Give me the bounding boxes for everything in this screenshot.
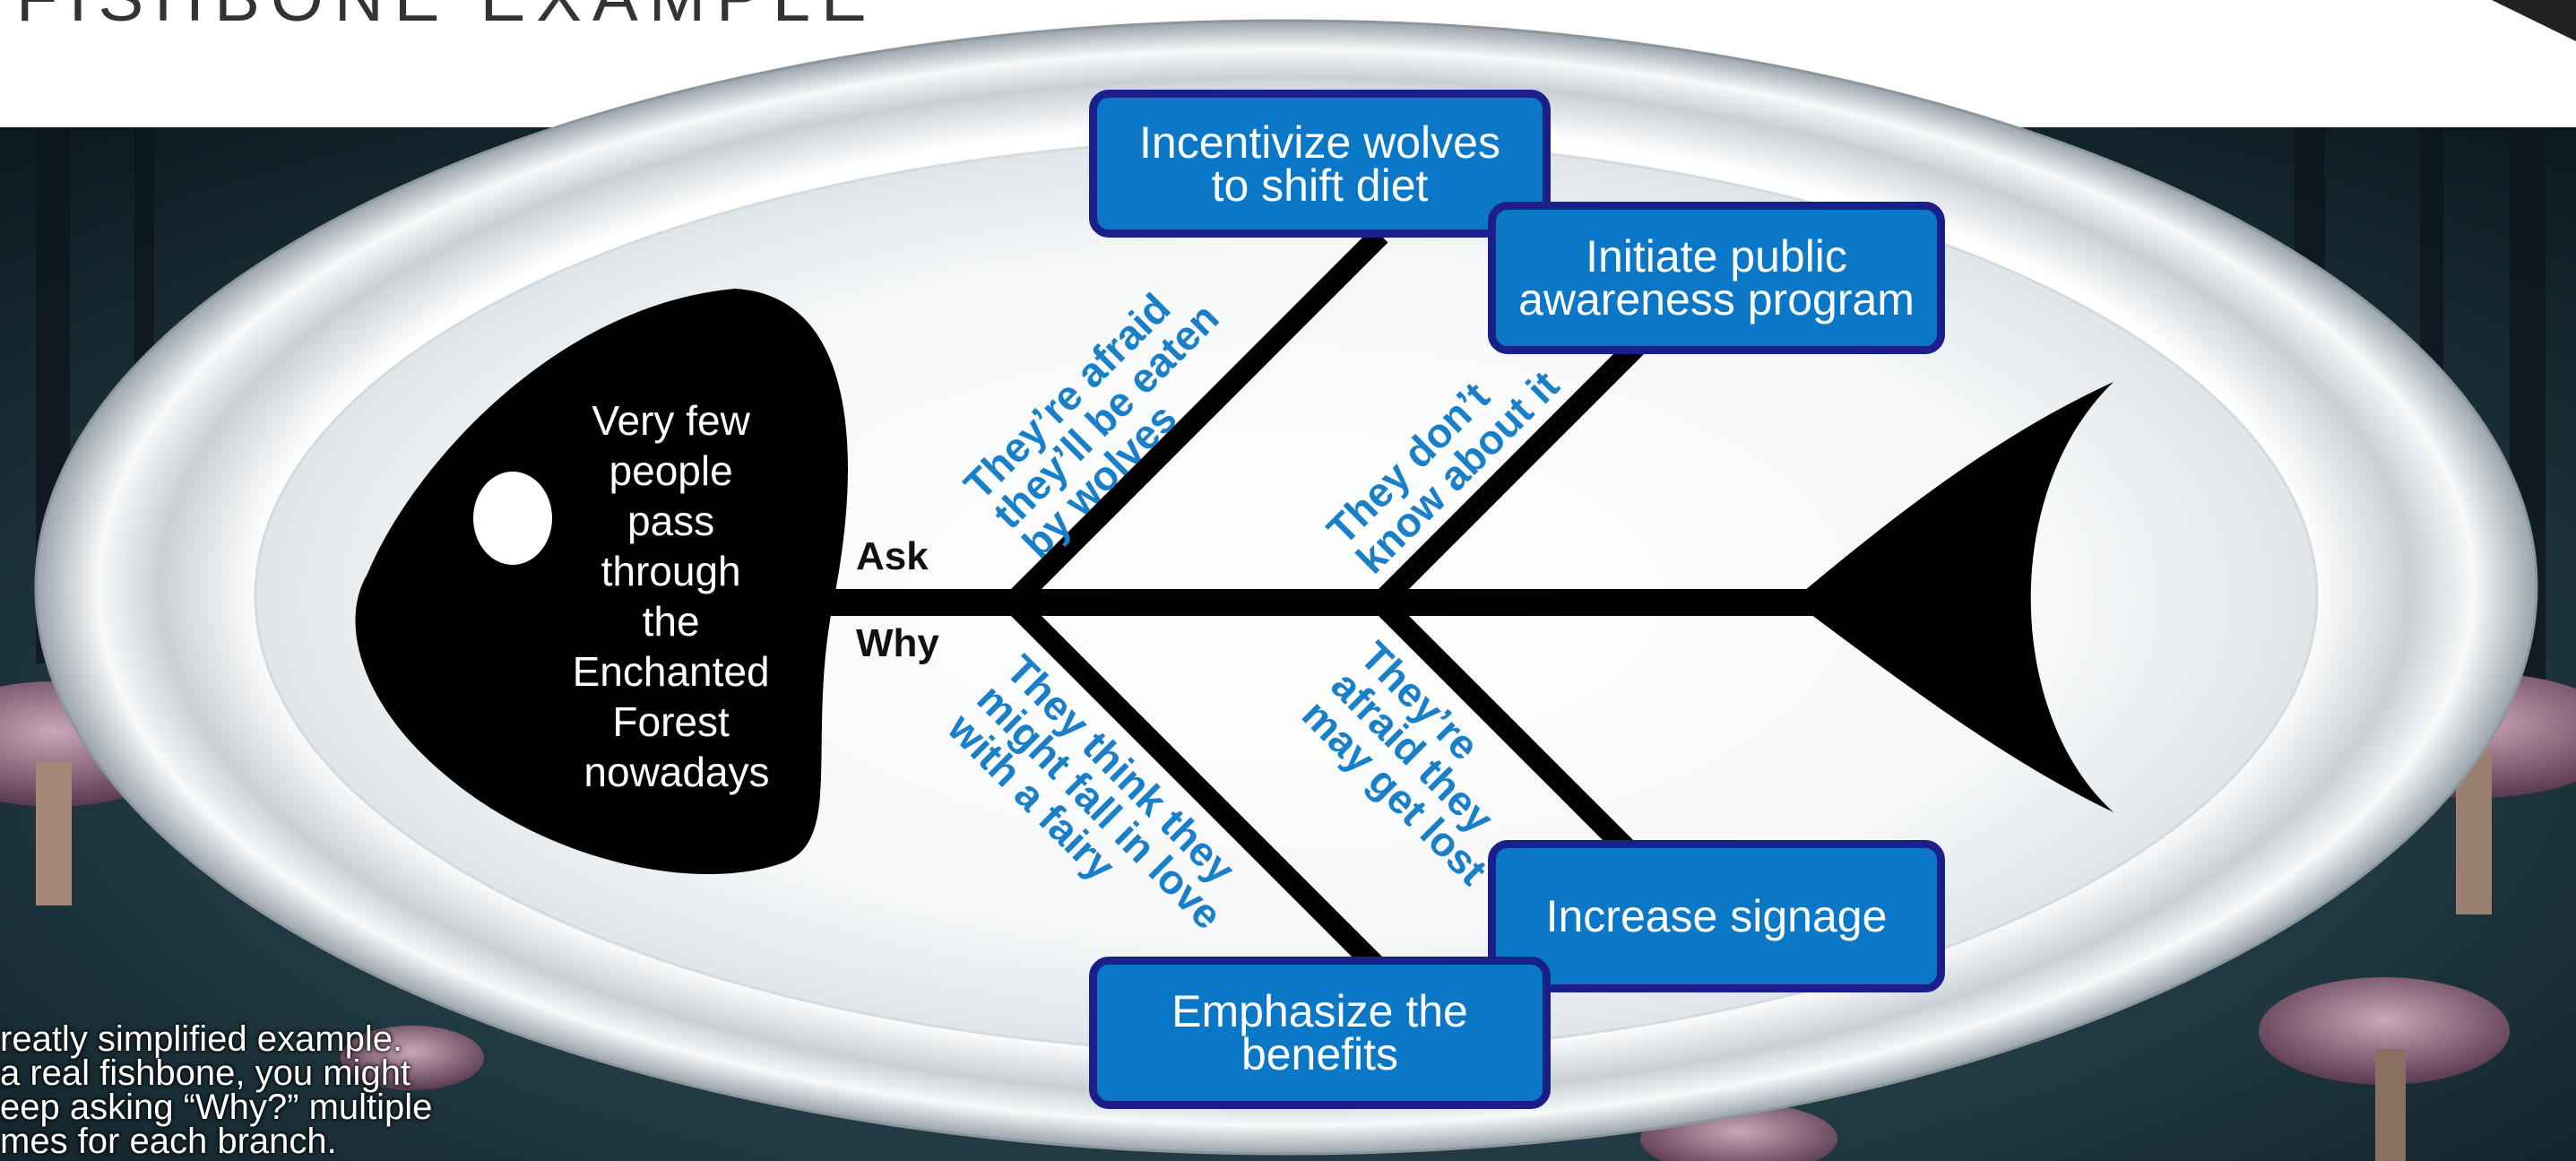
note-line: a real fishbone, you might (0, 1053, 411, 1093)
solution-line: Emphasize the (1171, 986, 1468, 1036)
problem-line: people (609, 447, 733, 494)
bone-upper-1 (1005, 227, 1388, 611)
note-line: reatly simplified example. (0, 1019, 403, 1059)
ask-label: Ask (856, 534, 929, 578)
note-line: mes for each branch. (0, 1122, 337, 1161)
cause-label: They think they might fall in love with … (938, 645, 1268, 975)
solution-line: Initiate public (1586, 231, 1847, 282)
why-label: Why (856, 621, 939, 665)
fish-head (355, 289, 848, 874)
solution-box: Incentivize wolves to shift diet (1089, 90, 1551, 238)
solution-box: Increase signage (1488, 840, 1945, 992)
solution-line: Incentivize wolves (1139, 117, 1500, 168)
solution-line: awareness program (1518, 274, 1915, 325)
fish-tail (1793, 382, 2114, 812)
solution-box: Emphasize the benefits (1089, 957, 1551, 1109)
problem-line: Forest (612, 698, 730, 745)
cause-label: They’re afraid they’ll be eaten by wolve… (955, 256, 1265, 567)
solution-box: Initiate public awareness program (1488, 202, 1945, 354)
bone-lower-2 (1372, 594, 1644, 866)
solution-line: benefits (1240, 1029, 1399, 1079)
note-text: reatly simplified example. a real fishbo… (0, 1019, 502, 1161)
note-line: eep asking “Why?” multiple (0, 1087, 433, 1127)
problem-line: Very few (592, 397, 750, 444)
problem-line: pass (627, 498, 714, 544)
problem-line: through (601, 548, 741, 594)
page-title: FISHBONE EXAMPLE (16, 0, 877, 37)
bone-lower-1 (1005, 594, 1384, 974)
cause-label: They don’t know about it (1318, 333, 1568, 583)
solution-line: to shift diet (1211, 160, 1429, 211)
bone-upper-2 (1372, 339, 1644, 611)
corner-accent (2492, 0, 2576, 41)
problem-statement: Very few people pass through the Enchant… (573, 397, 782, 795)
problem-line: the (643, 598, 700, 645)
problem-line: Enchanted (573, 648, 770, 695)
solution-line: Increase signage (1545, 891, 1888, 941)
fish-eye (473, 472, 552, 565)
problem-line: nowadays (583, 749, 769, 795)
